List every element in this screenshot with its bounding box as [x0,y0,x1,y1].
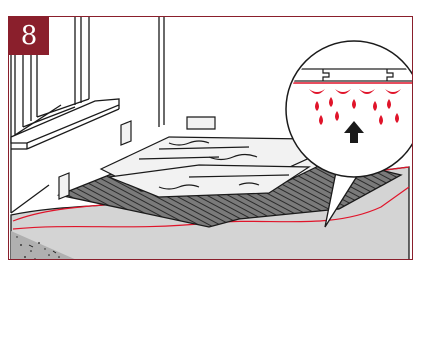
installation-illustration [9,17,413,260]
illustration-frame: 8 [8,16,413,260]
step-number-badge: 8 [9,17,49,55]
